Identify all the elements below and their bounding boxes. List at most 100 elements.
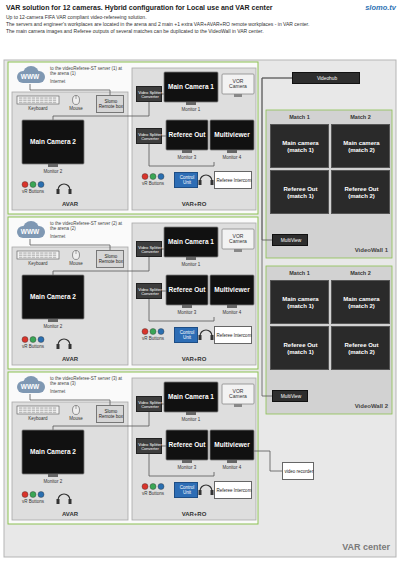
node-text: vR Buttons bbox=[134, 491, 172, 498]
monitor-stand bbox=[48, 474, 58, 477]
monitor: MultiviewerMonitor 4 bbox=[210, 120, 254, 162]
node-text: Keyboard bbox=[14, 261, 62, 268]
node-text: Referee Out bbox=[168, 121, 206, 149]
headset-icon bbox=[199, 175, 214, 185]
text-slot: Main camera (match 1) bbox=[273, 127, 328, 167]
node-text: Keyboard bbox=[14, 106, 62, 113]
workplace-panel: VAR+ROMain Camera 1Monitor 1VOR CameraVi… bbox=[132, 223, 256, 365]
button-dot bbox=[150, 329, 156, 335]
videowall-cell: Referee Out (match 1) bbox=[270, 326, 329, 370]
monitor-stand bbox=[234, 94, 242, 97]
node-text: Main camera (match 1) bbox=[273, 283, 328, 323]
node-text: MultiView bbox=[274, 391, 308, 403]
key bbox=[27, 252, 30, 254]
keyboard-body bbox=[17, 406, 59, 414]
key bbox=[44, 410, 47, 412]
key bbox=[44, 412, 47, 414]
text-slot: Control Unit bbox=[176, 174, 198, 188]
button-dot bbox=[150, 174, 156, 180]
icon-monitor bbox=[22, 120, 84, 176]
node-text: Referee Intercom bbox=[216, 328, 252, 344]
button-dot bbox=[158, 329, 164, 335]
headset-band bbox=[200, 485, 212, 491]
headset-ear bbox=[57, 344, 60, 349]
headset-band bbox=[58, 339, 70, 345]
monitor-screen bbox=[210, 120, 254, 150]
node-text: Video Splitter Converter bbox=[138, 440, 162, 454]
text-slot: Control Unit bbox=[176, 329, 198, 343]
key bbox=[36, 410, 39, 412]
text-slot: Referee Intercom bbox=[216, 483, 252, 499]
label: Internet bbox=[50, 234, 90, 240]
monitor-screen bbox=[210, 430, 254, 460]
label-slot: Internet bbox=[50, 234, 90, 240]
monitor: MultiviewerMonitor 4 bbox=[210, 430, 254, 472]
monitor-screen bbox=[166, 430, 208, 460]
node-text: VOR Camera bbox=[224, 385, 252, 403]
text-slot: Referee Out (match 1) bbox=[273, 329, 328, 369]
text-slot: Mouse bbox=[62, 261, 90, 268]
videowall-panel: Match 1Match 2VideoWall 2Main camera (ma… bbox=[266, 266, 392, 414]
var-center-region: VAR centerAVARSlomo Remote boxKeyboardMo… bbox=[4, 60, 396, 557]
text-slot: Main Camera 2 bbox=[24, 431, 82, 473]
button-dot bbox=[142, 329, 148, 335]
monitor-stand bbox=[186, 257, 196, 260]
key bbox=[19, 100, 22, 102]
text-slot: VAR+RO bbox=[132, 199, 256, 209]
node-text: vR Buttons bbox=[134, 181, 172, 188]
mouse-body bbox=[73, 251, 80, 260]
text-slot: Referee Intercom bbox=[216, 328, 252, 344]
node-text: Main camera (match 2) bbox=[334, 127, 389, 167]
node-text: Video Splitter Converter bbox=[138, 130, 162, 144]
key bbox=[19, 407, 22, 409]
headset-icon bbox=[57, 184, 72, 194]
text-slot: Video Splitter Converter bbox=[138, 440, 162, 454]
internet-cloud: WWW bbox=[14, 221, 46, 239]
node-text: Monitor 4 bbox=[208, 464, 256, 472]
monitor-stand bbox=[234, 404, 242, 407]
key bbox=[44, 102, 47, 104]
node-text: Keyboard bbox=[14, 416, 62, 423]
key bbox=[32, 412, 35, 414]
node-text: vR Buttons bbox=[14, 499, 52, 506]
text-slot: VAR+RO bbox=[132, 509, 256, 519]
icon-monitor bbox=[22, 275, 84, 331]
key bbox=[44, 252, 47, 254]
key bbox=[36, 255, 39, 257]
text-slot: Match 2 bbox=[331, 268, 390, 278]
node-text: Match 2 bbox=[331, 112, 390, 122]
signal-wire bbox=[30, 394, 110, 405]
headset-icon bbox=[57, 339, 72, 349]
node-text: vR Buttons bbox=[14, 189, 52, 196]
text-slot: Referee Out bbox=[168, 276, 206, 304]
text-slot: VAR center bbox=[306, 542, 390, 554]
text-slot: MultiView bbox=[274, 235, 308, 247]
monitor: Main Camera 1Monitor 1 bbox=[164, 227, 218, 269]
node-text: Referee Out (match 2) bbox=[334, 173, 389, 213]
internet-cloud: WWW bbox=[14, 376, 46, 394]
text-slot: VAR+RO bbox=[132, 354, 256, 364]
node-text: Referee Out (match 2) bbox=[334, 329, 389, 369]
key bbox=[49, 255, 52, 257]
node-text: Video Splitter Converter bbox=[138, 88, 162, 102]
text-slot: Monitor 2 bbox=[20, 478, 86, 486]
videowall-cell: Referee Out (match 2) bbox=[331, 326, 390, 370]
text-slot: Control Unit bbox=[176, 484, 198, 498]
key bbox=[49, 102, 52, 104]
text-slot: video recorder bbox=[284, 464, 314, 480]
device-box: Referee Intercom bbox=[214, 326, 252, 344]
panel-ground bbox=[132, 68, 256, 210]
arena-group bbox=[8, 217, 258, 369]
text-slot: Main camera (match 2) bbox=[334, 127, 389, 167]
key bbox=[23, 100, 26, 102]
key bbox=[36, 97, 39, 99]
key bbox=[19, 252, 22, 254]
label-slot: Internet bbox=[50, 79, 90, 85]
key bbox=[40, 412, 43, 414]
monitor-screen bbox=[164, 382, 218, 412]
text-slot: Slomo Remote box bbox=[98, 407, 124, 423]
text-slot: Video Splitter Converter bbox=[138, 398, 162, 412]
monitor-stand bbox=[182, 150, 192, 153]
region-ground bbox=[4, 60, 396, 557]
key bbox=[32, 257, 35, 259]
